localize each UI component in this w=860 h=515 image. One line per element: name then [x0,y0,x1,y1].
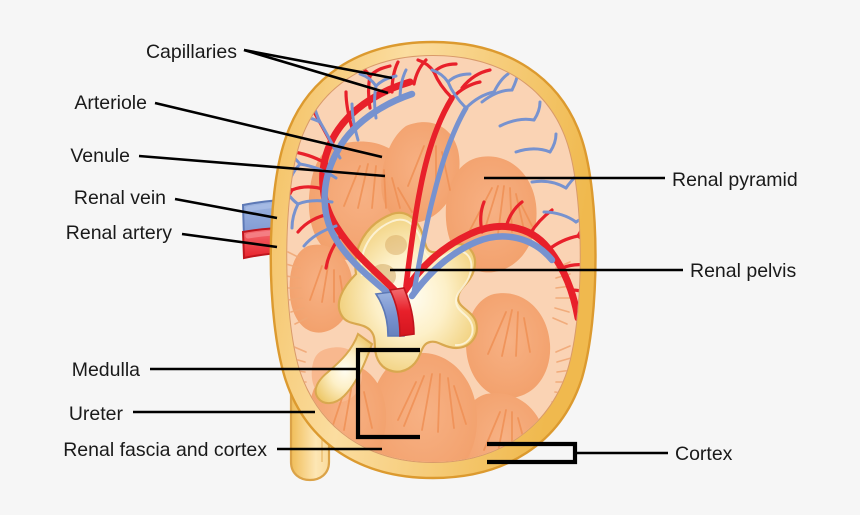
label-venule: Venule [70,145,130,167]
label-renal-artery: Renal artery [66,222,172,244]
leader-venule [138,154,386,178]
label-renal-pelvis: Renal pelvis [690,260,796,282]
leader-capillaries-2 [243,48,389,95]
leader-arteriole [154,101,383,159]
label-group-right: Renal pyramid Renal pelvis Cortex [672,169,798,465]
label-renal-pyramid: Renal pyramid [672,169,798,191]
leader-renal-artery [181,232,278,249]
label-medulla: Medulla [72,359,140,381]
leader-lines [133,48,683,455]
bracket-cortex [487,441,578,465]
bracket-medulla [355,347,420,440]
leader-capillaries-1 [243,48,393,80]
hilar-vessels [374,287,415,337]
label-ureter: Ureter [69,403,124,425]
label-renal-vein: Renal vein [74,187,166,209]
label-cortex: Cortex [675,443,733,465]
leader-renal-vein [174,197,278,220]
label-renal-fascia-and-cortex: Renal fascia and cortex [63,439,267,461]
venous-tree [287,68,580,304]
label-arteriole: Arteriole [74,92,147,114]
label-group-left: Capillaries Arteriole Venule Renal vein … [63,41,267,461]
label-capillaries: Capillaries [146,41,237,63]
